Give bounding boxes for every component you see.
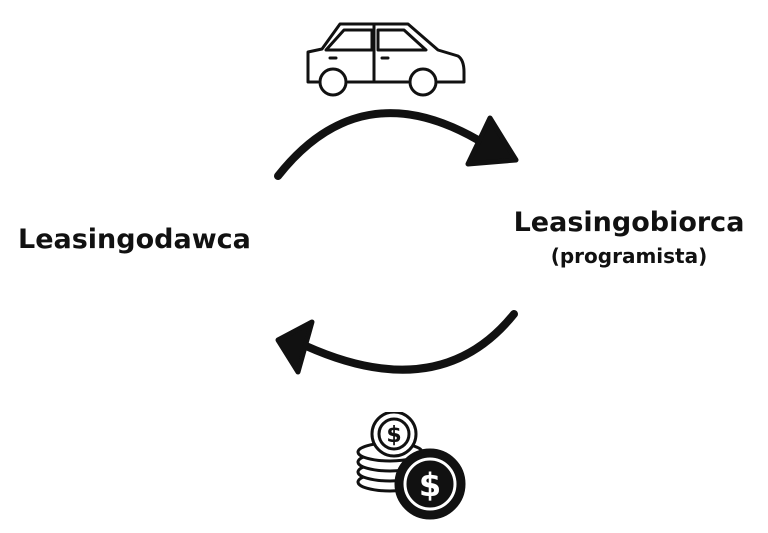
svg-text:$: $ [386, 423, 401, 448]
svg-text:$: $ [419, 466, 441, 504]
lessee-node: Leasingobiorca (programista) [498, 205, 760, 271]
car-icon [306, 22, 466, 97]
lessor-label: Leasingodawca [18, 224, 251, 255]
money-coins-icon: $ $ [356, 412, 466, 520]
lessee-sublabel: (programista) [550, 244, 708, 268]
arrow-bottom-icon [275, 310, 518, 375]
lessee-label: Leasingobiorca [513, 207, 745, 238]
arrow-top-icon [274, 109, 519, 180]
